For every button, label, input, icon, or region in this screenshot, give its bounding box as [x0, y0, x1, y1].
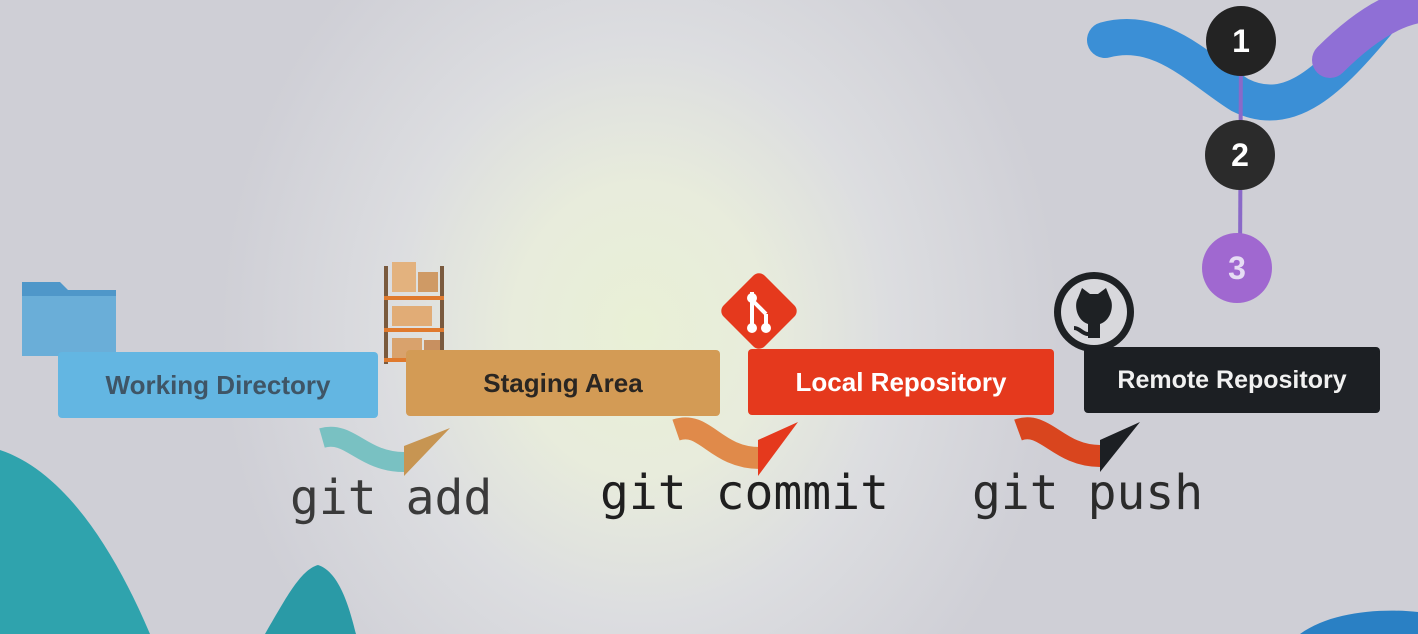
- staging-area-box: Staging Area: [406, 350, 720, 416]
- shelf-icon: [384, 262, 444, 364]
- remote-repository-box: Remote Repository: [1084, 347, 1380, 413]
- step-1-marker: 1: [1206, 6, 1276, 76]
- step-3-marker: 3: [1202, 233, 1272, 303]
- local-repository-label: Local Repository: [795, 366, 1007, 397]
- git-logo-icon: [721, 273, 797, 349]
- folder-icon: [22, 282, 116, 356]
- step-2-marker: 2: [1205, 120, 1275, 190]
- working-directory-label: Working Directory: [105, 369, 331, 400]
- staging-area-label: Staging Area: [483, 367, 643, 398]
- git-push-command: git push: [972, 465, 1204, 521]
- git-add-command: git add: [290, 470, 493, 526]
- git-commit-command: git commit: [600, 465, 889, 521]
- remote-repository-label: Remote Repository: [1117, 365, 1347, 394]
- working-directory-box: Working Directory: [58, 352, 378, 418]
- github-logo-icon: [1054, 272, 1134, 352]
- local-repository-box: Local Repository: [748, 349, 1054, 415]
